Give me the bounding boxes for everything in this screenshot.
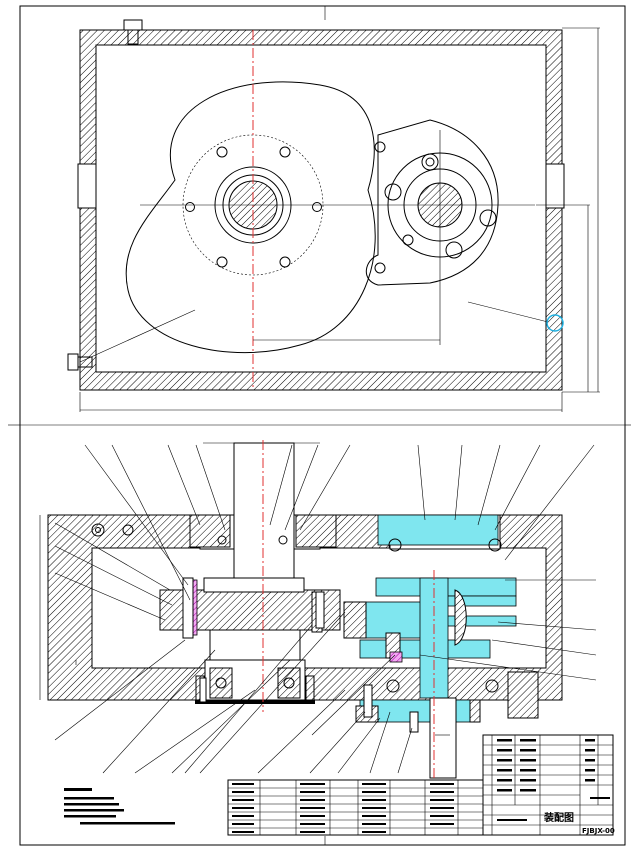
title-block: 装配图 FJBJX-00 [227,734,615,836]
technical-notes [64,788,175,825]
lifting-bolt-icon [123,19,143,45]
section-view [39,440,597,780]
drain-plug-icon [67,353,93,371]
sheet-border [8,5,631,846]
title-block-name: 装配图 [543,811,574,824]
bolt-holes [185,146,322,268]
drawing-number: FJBJX-00 [582,827,615,835]
leader-lines-bottom [54,579,597,774]
cover-screw-icon [91,523,105,537]
top-view [67,19,600,412]
leader-lines-top [54,444,595,621]
